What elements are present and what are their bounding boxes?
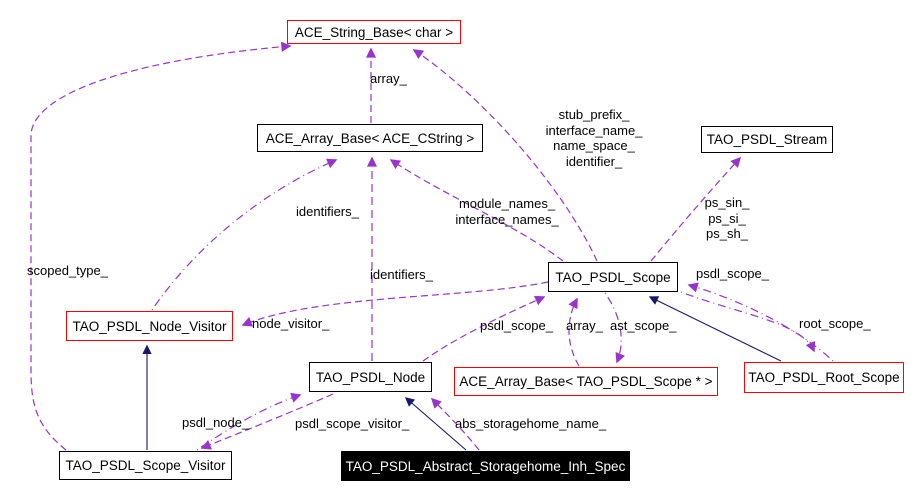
edge-label-node-visitor: node_visitor_ — [252, 316, 330, 331]
edge-label-scoped-type: scoped_type_ — [27, 263, 108, 278]
node-tao-psdl-node-visitor[interactable]: TAO_PSDL_Node_Visitor — [66, 311, 233, 341]
edge-label-psdl-scope-mid: psdl_scope_ — [480, 318, 553, 333]
edge-ast-scope — [604, 292, 625, 364]
edge-label-psdl-scope-visitor: psdl_scope_visitor_ — [295, 416, 410, 431]
edge-label-stub-prefix-group: stub_prefix_ interface_name_ name_space_… — [545, 107, 643, 169]
edge-root-scope — [680, 291, 816, 353]
node-tao-psdl-root-scope[interactable]: TAO_PSDL_Root_Scope — [744, 362, 904, 393]
edge-array-mid — [568, 297, 580, 367]
edge-abs-storagehome-name — [430, 397, 480, 451]
edge-label-ast-scope: ast_scope_ — [610, 318, 677, 333]
edge-inherit-root-scope-scope — [648, 296, 782, 362]
edge-node-visitor — [241, 281, 549, 327]
edge-label-ps-group: ps_sin_ ps_si_ ps_sh_ — [704, 195, 750, 241]
edge-label-psdl-scope-right: psdl_scope_ — [696, 266, 769, 281]
edge-label-identifiers-mid: identifiers_ — [370, 267, 433, 282]
edge-scoped-type — [30, 41, 292, 451]
edge-inherit-abstract-node — [404, 397, 467, 451]
node-tao-psdl-node[interactable]: TAO_PSDL_Node — [309, 362, 432, 392]
node-ace-array-base-tao-psdl-scope[interactable]: ACE_Array_Base< TAO_PSDL_Scope * > — [454, 367, 718, 396]
edge-psdl-scope-right — [687, 282, 834, 362]
node-tao-psdl-abstract-storagehome-inh-spec: TAO_PSDL_Abstract_Storagehome_Inh_Spec — [341, 451, 630, 481]
edge-label-identifiers-left: identifiers_ — [296, 204, 359, 219]
edge-label-psdl-node: psdl_node_ — [182, 415, 250, 430]
edge-ps-members — [650, 156, 742, 262]
edge-label-array-top: array_ — [370, 71, 407, 86]
edge-label-array-mid: array_ — [566, 318, 603, 333]
edge-psdl-scope-mid — [422, 295, 546, 362]
edge-module-names — [389, 159, 564, 262]
edge-stub-prefix — [412, 49, 598, 262]
edge-identifiers-left — [151, 158, 338, 311]
edge-psdl-scope-visitor — [200, 393, 334, 450]
edge-label-root-scope: root_scope_ — [799, 316, 871, 331]
edge-label-module-group: module_names_ interface_names_ — [455, 196, 559, 227]
node-tao-psdl-stream[interactable]: TAO_PSDL_Stream — [701, 126, 833, 153]
edge-label-abs-storagehome-name: abs_storagehome_name_ — [455, 416, 607, 431]
node-tao-psdl-scope-visitor[interactable]: TAO_PSDL_Scope_Visitor — [59, 451, 232, 480]
node-ace-string-base-char[interactable]: ACE_String_Base< char > — [287, 20, 461, 44]
node-ace-array-base-cstring[interactable]: ACE_Array_Base< ACE_CString > — [257, 124, 483, 152]
node-tao-psdl-scope[interactable]: TAO_PSDL_Scope — [548, 262, 678, 292]
